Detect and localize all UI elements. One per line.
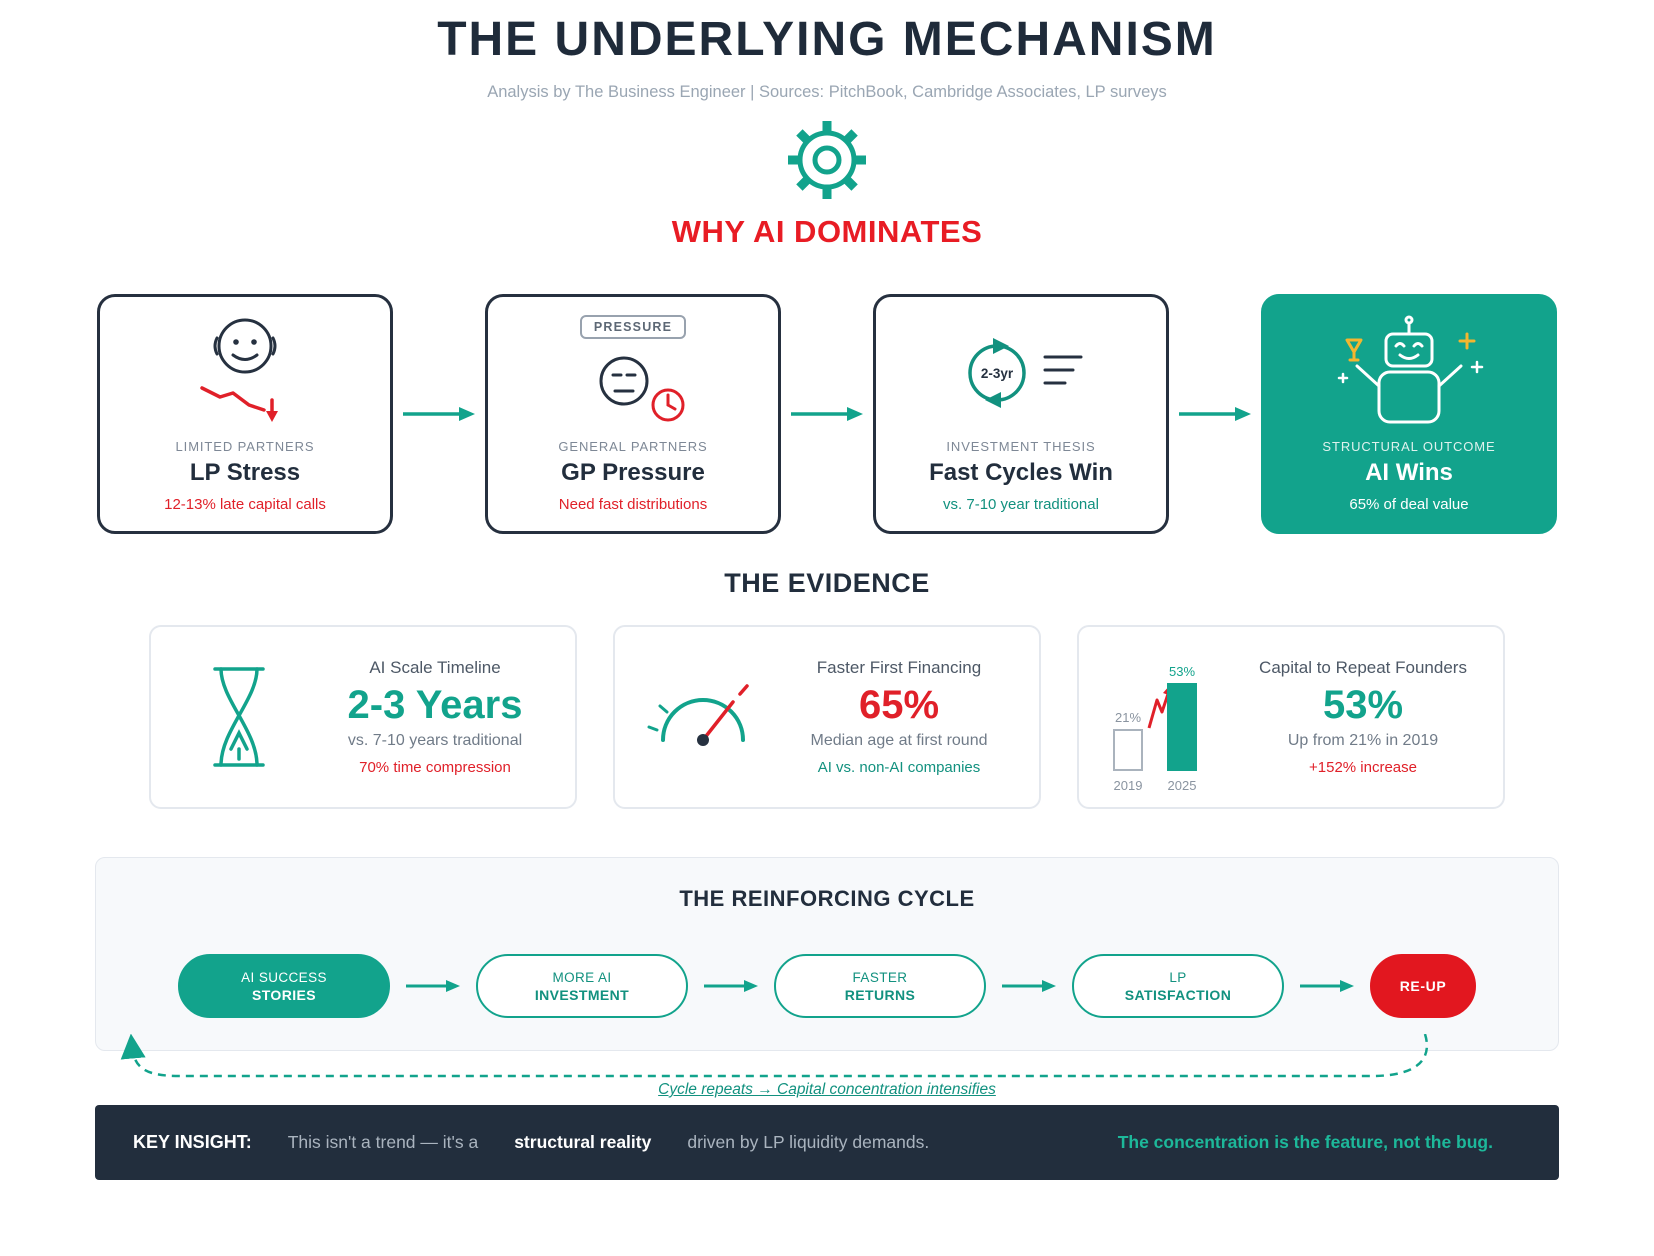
- key-insight-highlight: structural reality: [514, 1132, 652, 1152]
- key-insight-accent: The concentration is the feature, not th…: [1117, 1132, 1493, 1152]
- section-tagline: WHY AI DOMINATES: [671, 214, 983, 249]
- arrow-right-icon: [1300, 979, 1354, 993]
- flow-card-ai-wins: STRUCTURAL OUTCOME AI Wins 65% of deal v…: [1261, 294, 1557, 534]
- cycle-step-re-up: RE-UP: [1370, 954, 1476, 1018]
- gp-pressure-face-clock-icon: PRESSURE: [488, 307, 778, 439]
- evidence-note: +152% increase: [1309, 759, 1417, 776]
- flow-card-gp-pressure: PRESSURE GENERAL PARTNERS GP: [485, 294, 781, 534]
- evidence-sub: vs. 7-10 years traditional: [347, 732, 523, 749]
- evidence-label: Faster First Financing: [816, 658, 982, 677]
- bar-year-2025: 2025: [1167, 778, 1197, 793]
- arrow-right-icon: [1169, 405, 1261, 423]
- fast-cycle-refresh-icon: 2-3yr: [876, 307, 1166, 439]
- evidence-card-timeline: AI Scale Timeline 2-3 Years vs. 7-10 yea…: [149, 625, 577, 809]
- flow-note: Need fast distributions: [558, 496, 708, 513]
- evidence-row: AI Scale Timeline 2-3 Years vs. 7-10 yea…: [0, 625, 1654, 809]
- flow-note: 12-13% late capital calls: [164, 496, 326, 513]
- evidence-sub: Up from 21% in 2019: [1287, 732, 1439, 749]
- page-subtitle: Analysis by The Business Engineer | Sour…: [487, 83, 1167, 101]
- bar-year-2019: 2019: [1113, 778, 1143, 793]
- cycle-step-line1: FASTER: [852, 969, 908, 985]
- cycle-step-lp-satisfaction: LP SATISFACTION: [1072, 954, 1284, 1018]
- page-title: THE UNDERLYING MECHANISM: [437, 13, 1217, 66]
- cycle-step-line2: RETURNS: [844, 986, 916, 1003]
- key-insight-label: KEY INSIGHT:: [133, 1132, 252, 1152]
- flow-title: LP Stress: [189, 459, 301, 486]
- flow-card-lp-stress: LIMITED PARTNERS LP Stress 12-13% late c…: [97, 294, 393, 534]
- bar-value-2025: 53%: [1168, 664, 1196, 679]
- flow-title: Fast Cycles Win: [929, 459, 1113, 486]
- evidence-card-financing: Faster First Financing 65% Median age at…: [613, 625, 1041, 809]
- gauge-icon: [623, 674, 783, 760]
- cycle-step-line2: STORIES: [251, 986, 316, 1003]
- header: THE UNDERLYING MECHANISM Analysis by The…: [0, 0, 1654, 250]
- mechanism-flow: LIMITED PARTNERS LP Stress 12-13% late c…: [0, 294, 1654, 534]
- evidence-card-repeat-founders: 21% 2019 53% 2025 Capital to Repeat Foun…: [1077, 625, 1505, 809]
- cycle-heading: THE REINFORCING CYCLE: [679, 886, 975, 911]
- evidence-heading: THE EVIDENCE: [724, 568, 930, 598]
- cycle-step-line1: MORE AI: [552, 969, 612, 985]
- arrow-right-icon: [1002, 979, 1056, 993]
- gear-icon: [781, 114, 873, 206]
- key-insight-part1: This isn't a trend — it's a: [287, 1132, 479, 1152]
- flow-title: GP Pressure: [561, 459, 705, 486]
- arrow-right-icon: [781, 405, 873, 423]
- cycle-step-line2: INVESTMENT: [534, 986, 630, 1003]
- evidence-label: Capital to Repeat Founders: [1259, 658, 1467, 677]
- evidence-note: 70% time compression: [359, 759, 511, 776]
- bar-2019: [1113, 729, 1143, 771]
- evidence-note: AI vs. non-AI companies: [817, 759, 981, 776]
- repeat-founders-bar-chart: 21% 2019 53% 2025: [1101, 641, 1233, 793]
- bar-2025: [1167, 683, 1197, 771]
- key-insight-bar: KEY INSIGHT: This isn't a trend — it's a…: [95, 1105, 1559, 1180]
- bar-value-2019: 21%: [1114, 710, 1142, 725]
- flow-card-fast-cycles: 2-3yr INVESTMENT THESIS Fast Cycles Win …: [873, 294, 1169, 534]
- flow-title: AI Wins: [1365, 459, 1453, 486]
- robot-celebration-icon: [1264, 307, 1554, 439]
- cycle-step-line1: RE-UP: [1399, 978, 1447, 994]
- arrow-right-icon: [406, 979, 460, 993]
- flow-kicker: INVESTMENT THESIS: [946, 439, 1096, 454]
- evidence-sub: Median age at first round: [810, 732, 988, 749]
- flow-note: 65% of deal value: [1349, 496, 1469, 513]
- evidence-value: 53%: [1322, 683, 1404, 727]
- reinforcing-cycle-panel: THE REINFORCING CYCLE AI SUCCESS STORIES…: [95, 857, 1559, 1051]
- cycle-step-ai-success-stories: AI SUCCESS STORIES: [178, 954, 390, 1018]
- cycle-caption: Cycle repeats → Capital concentration in…: [658, 1081, 996, 1098]
- key-insight-part2: driven by LP liquidity demands.: [687, 1132, 930, 1152]
- hourglass-icon: [159, 661, 319, 773]
- cycle-step-more-ai-investment: MORE AI INVESTMENT: [476, 954, 688, 1018]
- evidence-value: 2-3 Years: [347, 683, 523, 727]
- lp-stress-face-decline-icon: [100, 307, 390, 439]
- flow-note: vs. 7-10 year traditional: [943, 496, 1099, 513]
- flow-kicker: GENERAL PARTNERS: [558, 439, 708, 454]
- cycle-step-line2: SATISFACTION: [1124, 986, 1232, 1003]
- evidence-value: 65%: [858, 683, 940, 727]
- flow-kicker: LIMITED PARTNERS: [175, 439, 315, 454]
- arrow-right-icon: [393, 405, 485, 423]
- flow-kicker: STRUCTURAL OUTCOME: [1322, 439, 1496, 454]
- evidence-label: AI Scale Timeline: [369, 658, 501, 677]
- pressure-badge: PRESSURE: [579, 315, 687, 339]
- cycle-duration-label: 2-3yr: [981, 366, 1014, 381]
- cycle-row: AI SUCCESS STORIES MORE AI INVESTMENT: [96, 954, 1558, 1018]
- arrow-right-icon: [704, 979, 758, 993]
- cycle-step-line1: AI SUCCESS: [241, 969, 327, 985]
- cycle-step-line1: LP: [1169, 969, 1187, 985]
- cycle-step-faster-returns: FASTER RETURNS: [774, 954, 986, 1018]
